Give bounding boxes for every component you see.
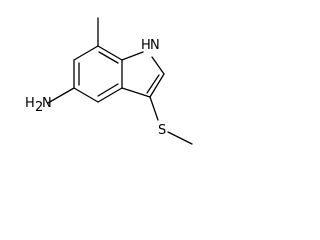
bond-c5-n	[47, 87, 75, 104]
bond-c7-c6	[73, 45, 99, 61]
amine-n-label: N	[42, 96, 52, 111]
molecule-diagram: H N H 2 N S	[25, 17, 193, 145]
bond-c7-c7a-inner	[98, 51, 119, 64]
bond-s-methyl	[167, 131, 193, 145]
bond-c7-c7a	[97, 45, 123, 61]
bond-n1-c2	[151, 56, 165, 75]
bond-c4-c3a-inner	[97, 83, 119, 97]
bond-c4-c3a	[97, 87, 123, 103]
bond-c7a-n1	[121, 51, 144, 61]
bond-c3-s	[149, 96, 159, 121]
amine-h-label: H	[25, 96, 35, 111]
sulfur-label: S	[158, 123, 166, 138]
bond-c3-c3a	[121, 87, 151, 98]
nh-n-label: N	[150, 38, 160, 53]
bond-c2-c3	[149, 73, 165, 98]
bond-c2-c3-inner	[146, 74, 160, 94]
nh-h-label: H	[141, 38, 151, 53]
bond-c5-c4	[73, 87, 99, 103]
amine-subscript-label: 2	[35, 100, 43, 115]
